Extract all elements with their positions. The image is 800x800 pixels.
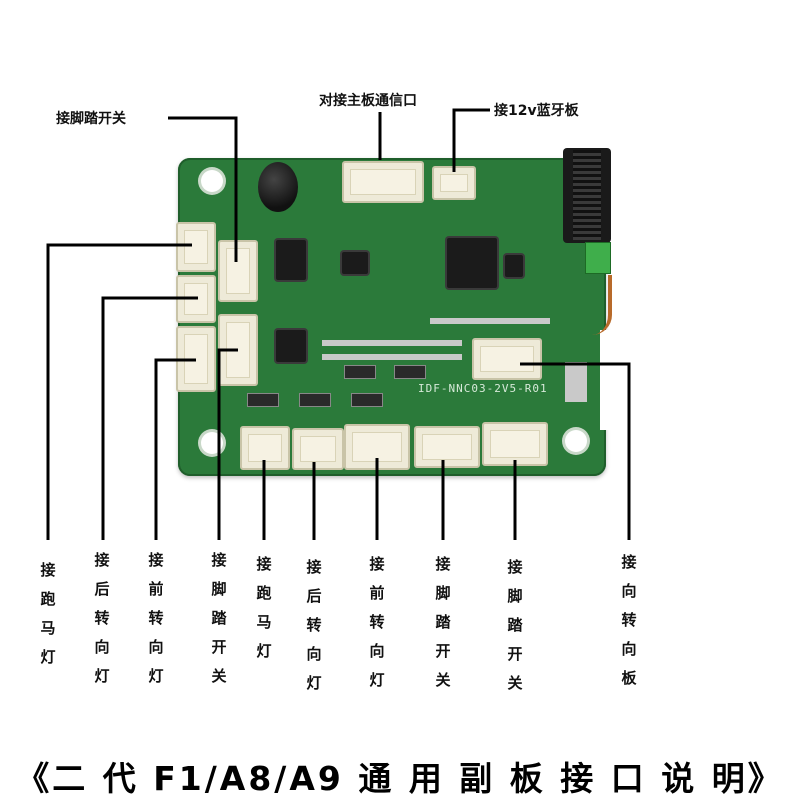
diagram-caption: 《二 代 F1/A8/A9 通 用 副 板 接 口 说 明》 bbox=[16, 759, 784, 798]
connector-foot-2 bbox=[218, 314, 258, 386]
label-bottom-5: 接跑马灯 bbox=[256, 555, 272, 660]
label-bottom-2: 接后转向灯 bbox=[94, 551, 110, 685]
mcu-chip bbox=[447, 238, 497, 288]
label-bottom-8: 接脚踏开关 bbox=[435, 555, 451, 689]
smd-part bbox=[248, 394, 278, 406]
antenna-coil bbox=[573, 150, 601, 240]
connector-bluetooth bbox=[432, 166, 476, 200]
label-bottom-7: 接前转向灯 bbox=[369, 555, 385, 689]
connector-right bbox=[472, 338, 542, 380]
pad-row bbox=[565, 362, 587, 402]
ic-chip bbox=[342, 252, 368, 274]
label-foot-switch-top: 接脚踏开关 bbox=[56, 111, 126, 127]
pad-row bbox=[322, 340, 462, 346]
mount-hole bbox=[201, 432, 223, 454]
connector-bottom-2 bbox=[292, 428, 344, 470]
smd-part bbox=[352, 394, 382, 406]
antenna-wire bbox=[590, 275, 612, 335]
smd-part bbox=[345, 366, 375, 378]
green-terminal bbox=[585, 242, 611, 274]
connector-bottom-5 bbox=[482, 422, 548, 466]
label-main-board-port: 对接主板通信口 bbox=[319, 93, 417, 109]
pad-row bbox=[322, 354, 462, 360]
label-bottom-4: 接脚踏开关 bbox=[211, 551, 227, 685]
pcb-silkscreen: IDF-NNC03-2V5-R01 bbox=[418, 382, 548, 395]
mount-hole bbox=[565, 430, 587, 452]
regulator-chip bbox=[276, 240, 306, 280]
mount-hole bbox=[201, 170, 223, 192]
connector-left-3 bbox=[176, 326, 216, 392]
smd-part bbox=[300, 394, 330, 406]
connector-left-2 bbox=[176, 275, 216, 323]
label-bottom-1: 接跑马灯 bbox=[40, 561, 56, 666]
pad-row bbox=[430, 318, 550, 324]
connector-foot-1 bbox=[218, 240, 258, 302]
connector-bottom-1 bbox=[240, 426, 290, 470]
pcb-notch bbox=[600, 330, 640, 430]
leader-left-1 bbox=[46, 243, 192, 540]
connector-left-1 bbox=[176, 222, 216, 272]
label-bluetooth-12v: 接12v蓝牙板 bbox=[494, 103, 579, 119]
label-bottom-6: 接后转向灯 bbox=[306, 558, 322, 692]
ic-chip bbox=[505, 255, 523, 277]
regulator-chip bbox=[276, 330, 306, 362]
connector-bottom-4 bbox=[414, 426, 480, 468]
connector-main-port bbox=[342, 161, 424, 203]
connector-bottom-3 bbox=[344, 424, 410, 470]
label-bottom-10: 接向转向板 bbox=[621, 553, 637, 687]
label-bottom-9: 接脚踏开关 bbox=[507, 558, 523, 692]
smd-part bbox=[395, 366, 425, 378]
label-bottom-3: 接前转向灯 bbox=[148, 551, 164, 685]
capacitor bbox=[258, 162, 298, 212]
